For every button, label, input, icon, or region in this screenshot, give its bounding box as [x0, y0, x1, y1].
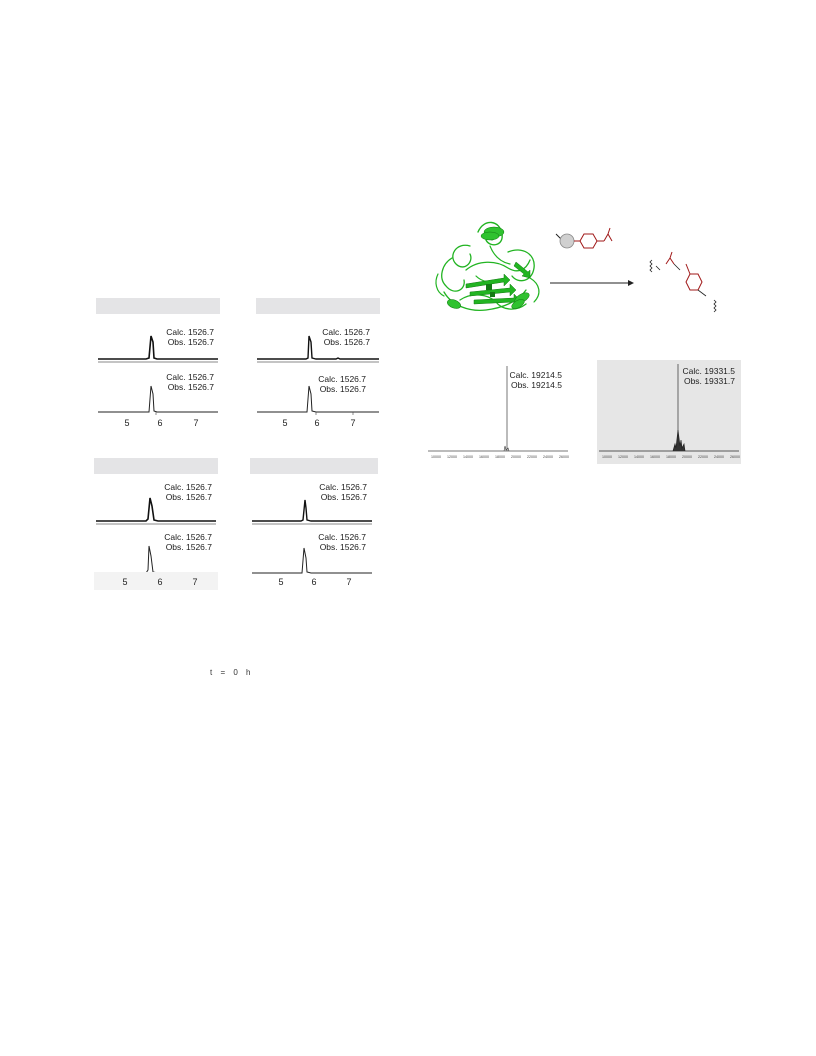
calc-mass: Calc. 1526.7 — [164, 482, 212, 492]
mass-spectrum-2: 10000 12000 14000 16000 18000 20000 2200… — [597, 360, 741, 464]
x-tick-label: 10000 — [431, 455, 441, 459]
trace-label-bottom: Calc. 1526.7 Obs. 1526.7 — [308, 374, 366, 394]
mass-spectrum-plot: 10000 12000 14000 16000 18000 20000 2200… — [428, 366, 569, 459]
x-tick-label: 24000 — [714, 455, 724, 459]
hplc-x-axis-1: 5 6 7 — [124, 412, 199, 428]
ms-peak-label: Calc. 19214.5 Obs. 19214.5 — [506, 370, 562, 390]
x-tick-label: 24000 — [543, 455, 553, 459]
trace-label-top: Calc. 1526.7 Obs. 1526.7 — [156, 327, 214, 347]
obs-mass: Obs. 1526.7 — [165, 492, 212, 502]
product-structure — [649, 251, 717, 313]
obs-mass: Obs. 1526.7 — [165, 542, 212, 552]
calc-mass: Calc. 1526.7 — [322, 327, 370, 337]
obs-mass: Obs. 1526.7 — [167, 382, 214, 392]
x-tick-label: 7 — [350, 418, 355, 428]
hplc-trace-bottom — [98, 385, 218, 413]
hplc-trace-top — [257, 335, 379, 363]
x-tick-label: 20000 — [511, 455, 521, 459]
x-tick-label: 22000 — [527, 455, 537, 459]
reaction-arrow — [550, 280, 634, 286]
trace-label-bottom: Calc. 1526.7 Obs. 1526.7 — [156, 372, 214, 392]
hplc-trace-top — [252, 499, 372, 525]
hplc-x-axis-2: 5 6 7 — [282, 412, 356, 428]
protein-structure — [435, 221, 540, 312]
calc-mass: Calc. 1526.7 — [318, 532, 366, 542]
x-tick-label: 5 — [124, 418, 129, 428]
calc-mass: Calc. 19214.5 — [509, 370, 562, 380]
panel-header — [256, 298, 380, 314]
obs-mass: Obs. 19331.7 — [683, 376, 735, 386]
calc-mass: Calc. 1526.7 — [319, 482, 367, 492]
x-tick-label: 16000 — [650, 455, 660, 459]
x-tick-label: 10000 — [602, 455, 612, 459]
hplc-chromatogram — [98, 335, 218, 413]
hplc-trace-bottom — [252, 547, 372, 574]
hplc-trace-top — [98, 335, 218, 363]
x-tick-label: 22000 — [698, 455, 708, 459]
obs-mass: Obs. 1526.7 — [167, 337, 214, 347]
x-tick-label: 14000 — [634, 455, 644, 459]
x-tick-label: 6 — [314, 418, 319, 428]
x-tick-label: 5 — [278, 577, 283, 587]
x-tick-label: 7 — [192, 577, 197, 587]
calc-mass: Calc. 1526.7 — [166, 327, 214, 337]
mass-spectrum-plot: 10000 12000 14000 16000 18000 20000 2200… — [599, 364, 740, 459]
x-tick-label: 7 — [193, 418, 198, 428]
x-tick-label: 12000 — [447, 455, 457, 459]
trace-label-bottom: Calc. 1526.7 Obs. 1526.7 — [154, 532, 212, 552]
panel-header — [96, 298, 220, 314]
panel-header — [94, 458, 218, 474]
x-tick-label: 5 — [282, 418, 287, 428]
calc-mass: Calc. 1526.7 — [166, 372, 214, 382]
hplc-trace-top — [96, 497, 216, 525]
x-tick-label: 7 — [346, 577, 351, 587]
calc-mass: Calc. 1526.7 — [164, 532, 212, 542]
x-tick-label: 5 — [122, 577, 127, 587]
hplc-panel-2: Calc. 1526.7 Obs. 1526.7 Calc. 1526.7 Ob… — [256, 298, 380, 416]
x-tick-label: 14000 — [463, 455, 473, 459]
obs-mass: Obs. 1526.7 — [319, 542, 366, 552]
obs-mass: Obs. 19214.5 — [510, 380, 562, 390]
trace-label-top: Calc. 1526.7 Obs. 1526.7 — [309, 482, 367, 502]
trace-label-top: Calc. 1526.7 Obs. 1526.7 — [312, 327, 370, 347]
obs-mass: Obs. 1526.7 — [320, 492, 367, 502]
trace-label-top: Calc. 1526.7 Obs. 1526.7 — [154, 482, 212, 502]
mass-spectrum-1: 10000 12000 14000 16000 18000 20000 2200… — [426, 360, 570, 464]
obs-mass: Obs. 1526.7 — [323, 337, 370, 347]
obs-mass: Obs. 1526.7 — [319, 384, 366, 394]
x-tick-label: 6 — [157, 577, 162, 587]
time-label: t = 0 h — [210, 668, 251, 677]
ms-peak-label: Calc. 19331.5 Obs. 19331.7 — [679, 366, 735, 386]
reagent-structure — [555, 227, 613, 249]
calc-mass: Calc. 19331.5 — [682, 366, 735, 376]
calc-mass: Calc. 1526.7 — [318, 374, 366, 384]
x-tick-label: 26000 — [730, 455, 740, 459]
x-tick-label: 16000 — [479, 455, 489, 459]
trace-label-bottom: Calc. 1526.7 Obs. 1526.7 — [308, 532, 366, 552]
x-tick-label: 6 — [311, 577, 316, 587]
reaction-scheme — [550, 227, 717, 313]
x-tick-label: 18000 — [666, 455, 676, 459]
hplc-panel-1: Calc. 1526.7 Obs. 1526.7 Calc. 1526.7 Ob… — [96, 298, 220, 416]
x-tick-label: 18000 — [495, 455, 505, 459]
hplc-panel-4: Calc. 1526.7 Obs. 1526.7 Calc. 1526.7 Ob… — [250, 458, 378, 576]
x-tick-label: 12000 — [618, 455, 628, 459]
x-tick-label: 6 — [157, 418, 162, 428]
hplc-panel-3: Calc. 1526.7 Obs. 1526.7 Calc. 1526.7 Ob… — [94, 458, 218, 576]
panel-header — [250, 458, 378, 474]
hplc-chromatogram — [252, 499, 372, 574]
hplc-x-axis-4: 5 6 7 — [278, 577, 351, 587]
hplc-x-axis-3: 5 6 7 — [94, 572, 218, 590]
x-tick-label: 26000 — [559, 455, 569, 459]
x-tick-label: 20000 — [682, 455, 692, 459]
